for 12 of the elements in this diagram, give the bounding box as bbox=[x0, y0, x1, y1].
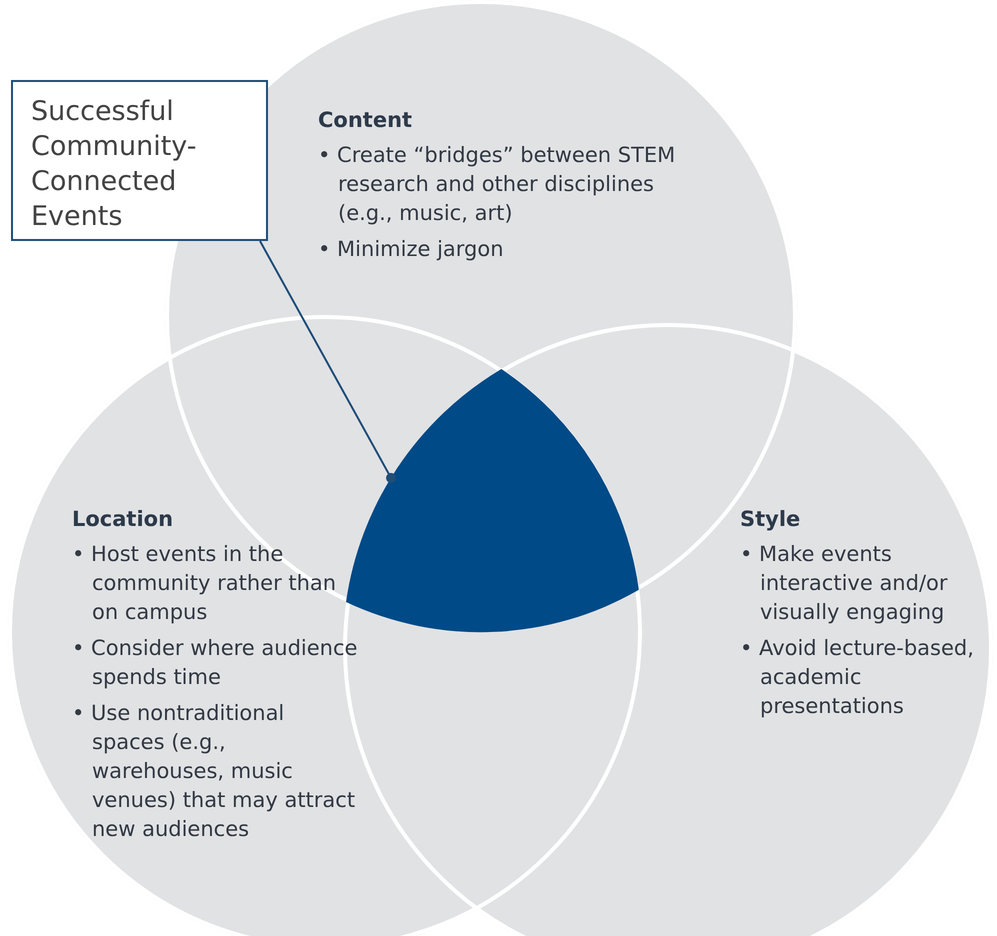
bullet-item: • Consider where audience spends time bbox=[72, 635, 358, 691]
bullet-item: • Create “bridges” between STEM research and other disciplines (e.g., music, art) bbox=[318, 142, 676, 227]
bullet-item: • Make events interactive and/or visually engaging bbox=[740, 541, 949, 626]
callout-box: Successful Community-Connected Events bbox=[11, 80, 268, 241]
circle-heading: Content bbox=[318, 107, 412, 134]
leader-line bbox=[259, 240, 396, 483]
bullet-item: • Host events in the community rather than on campus bbox=[72, 541, 338, 626]
bullet-item: • Use nontraditional spaces (e.g., warehouses, music venues) that may attract new audiences bbox=[72, 700, 356, 843]
bullet-item: • Avoid lecture-based, academic presentations bbox=[740, 635, 975, 720]
bullet-item: • Minimize jargon bbox=[318, 236, 505, 263]
circle-heading: Location bbox=[72, 506, 174, 533]
circle-heading: Style bbox=[740, 506, 800, 533]
